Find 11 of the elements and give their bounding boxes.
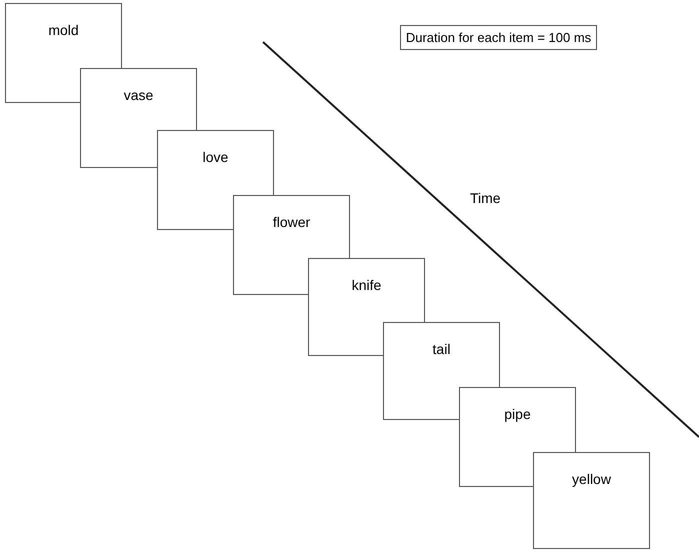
stimulus-word: mold — [48, 22, 79, 38]
stimulus-word: vase — [124, 87, 154, 103]
stimulus-word: flower — [272, 214, 310, 230]
duration-note: Duration for each item = 100 ms — [400, 25, 597, 50]
stimulus-word: yellow — [572, 471, 611, 487]
stimulus-word: knife — [352, 277, 382, 293]
stimulus-card — [533, 452, 650, 549]
stimulus-word: pipe — [504, 406, 531, 422]
stimulus-word: tail — [432, 341, 450, 357]
stimulus-word: love — [202, 149, 228, 165]
time-label: Time — [470, 190, 501, 206]
